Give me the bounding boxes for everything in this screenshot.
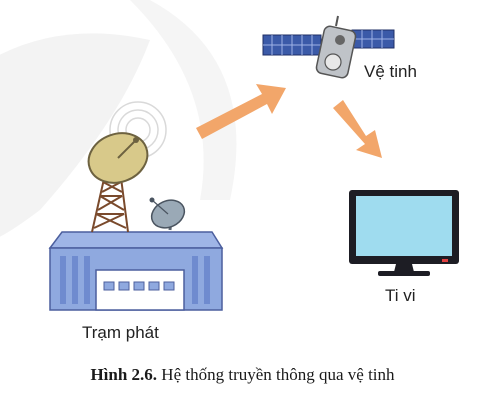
satellite-icon xyxy=(262,15,395,79)
arrow-station-to-satellite xyxy=(196,84,286,139)
figure-caption-text: Hệ thống truyền thông qua vệ tinh xyxy=(157,365,395,384)
tv-label: Ti vi xyxy=(385,286,416,305)
figure-number: Hình 2.6. xyxy=(90,365,158,384)
figure-caption: Hình 2.6. Hệ thống truyền thông qua vệ t… xyxy=(0,365,485,385)
television-icon xyxy=(349,190,459,276)
station-label: Trạm phát xyxy=(82,323,159,342)
arrow-satellite-to-tv xyxy=(333,100,382,158)
arrow-icon xyxy=(196,84,286,139)
broadcast-station-icon xyxy=(48,101,224,311)
satellite-label: Vệ tinh xyxy=(364,62,417,81)
